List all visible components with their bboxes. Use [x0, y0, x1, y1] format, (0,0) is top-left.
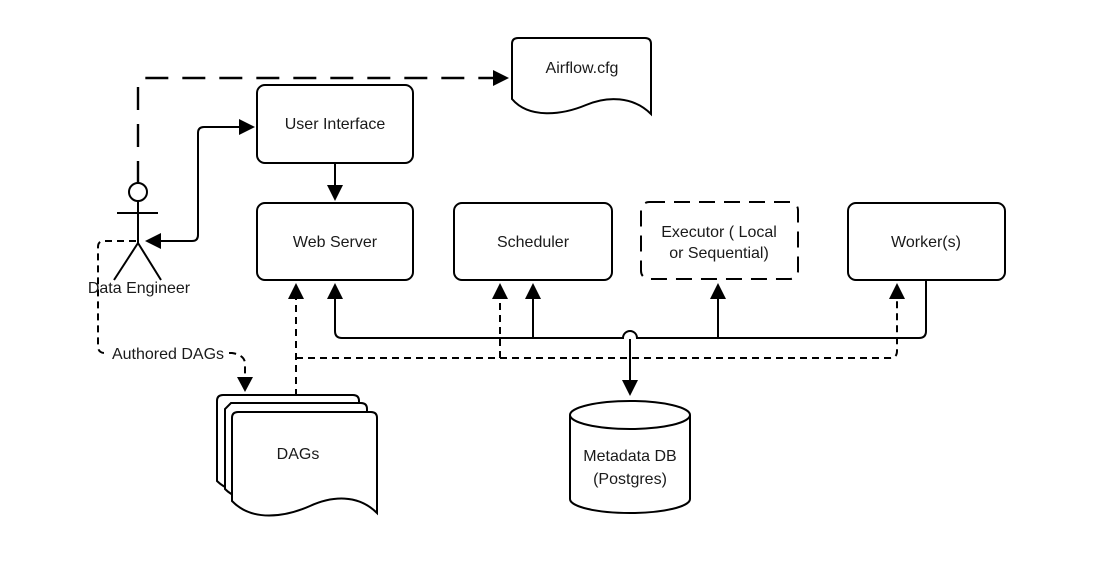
actor-data-engineer [113, 182, 162, 281]
arrowhead-into-executor [710, 283, 726, 299]
label-executor-line2: or Sequential) [669, 245, 769, 262]
label-workers: Worker(s) [891, 234, 961, 251]
arrowhead-into-airflow-cfg [493, 70, 509, 86]
label-airflow-cfg: Airflow.cfg [546, 60, 619, 77]
label-executor-line1: Executor ( Local [661, 224, 777, 241]
label-web-server: Web Server [293, 234, 378, 251]
label-scheduler: Scheduler [497, 234, 570, 251]
edge-data-engineer-to-user-interface [160, 126, 240, 242]
arrowhead-into-dags [237, 377, 253, 392]
arrowhead-into-scheduler-solid [525, 283, 541, 299]
node-metadata-db-top [569, 400, 691, 430]
arrowhead-into-scheduler-dashed [492, 283, 508, 299]
label-metadata-db-line2: (Postgres) [593, 471, 667, 488]
arrowhead-into-metadata-db [622, 380, 638, 396]
actor-legs [113, 242, 162, 281]
node-web-server [256, 202, 414, 281]
node-metadata-db-body [569, 415, 691, 514]
label-authored-dags-backing [107, 345, 229, 362]
arrowhead-into-web-server-from-ui [327, 185, 343, 201]
label-data-engineer: Data Engineer [88, 280, 191, 297]
node-workers [847, 202, 1006, 281]
node-user-interface [256, 84, 414, 164]
node-airflow-cfg-document [511, 37, 652, 117]
edge-solid-bus [334, 281, 927, 339]
arrowhead-into-workers-dashed [889, 283, 905, 299]
actor-head [128, 182, 148, 202]
node-executor [640, 201, 799, 280]
label-dags: DAGs [277, 446, 320, 463]
label-metadata-db-line1: Metadata DB [583, 448, 676, 465]
arrowhead-into-data-engineer [145, 233, 161, 249]
label-user-interface: User Interface [285, 116, 386, 133]
arrowhead-into-web-server-solid [327, 283, 343, 299]
label-authored-dags: Authored DAGs [112, 346, 224, 363]
arrowhead-into-web-server-dashed [288, 283, 304, 299]
edge-dags-to-workers [296, 298, 898, 359]
edge-data-engineer-to-dags [97, 240, 246, 378]
node-dags-document-front [231, 411, 378, 517]
node-scheduler [453, 202, 613, 281]
arrowhead-into-user-interface [239, 119, 255, 135]
